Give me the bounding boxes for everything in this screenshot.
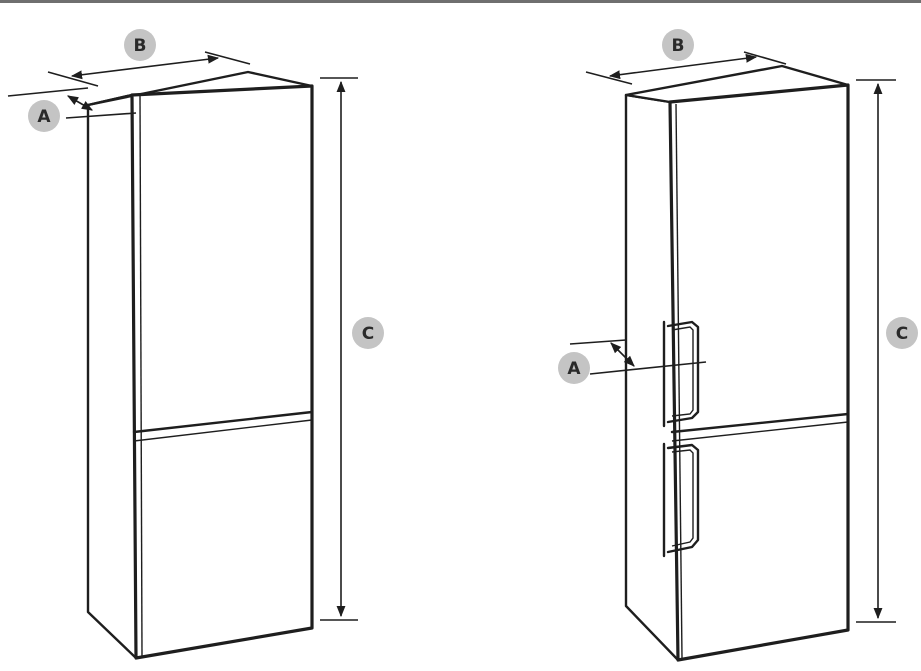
right-fridge — [624, 64, 850, 662]
left-dim-c — [320, 77, 358, 621]
right-fridge-door-edge — [675, 103, 683, 659]
left-dim-b — [47, 51, 251, 87]
svg-text:A: A — [567, 359, 581, 379]
left-fridge-front — [130, 84, 314, 660]
right-badge-b: B — [662, 29, 694, 61]
right-dim-a — [569, 339, 707, 375]
right-dim-c — [856, 79, 896, 623]
right-fridge-lower-handle — [662, 442, 700, 558]
svg-text:A: A — [37, 107, 51, 127]
svg-text:B: B — [134, 36, 147, 56]
left-badge-c: C — [352, 317, 384, 349]
right-fridge-split-line — [670, 412, 850, 434]
left-badge-b: B — [124, 29, 156, 61]
left-fridge-split-line-2 — [133, 419, 313, 442]
left-fridge-side-panel — [86, 93, 138, 660]
svg-text:C: C — [362, 324, 374, 344]
right-fridge-split-line-2 — [671, 421, 849, 442]
right-badge-c: C — [886, 317, 918, 349]
left-badge-a: A — [28, 100, 60, 132]
top-rule — [0, 0, 921, 3]
left-dim-a — [7, 87, 137, 119]
right-fridge-upper-handle — [662, 320, 700, 428]
left-fridge-split-line — [132, 410, 314, 434]
svg-text:B: B — [672, 36, 685, 56]
left-fridge-door-edge — [139, 95, 143, 657]
svg-text:C: C — [896, 324, 908, 344]
right-badge-a: A — [558, 352, 590, 384]
left-fridge — [86, 70, 314, 660]
right-dim-b — [585, 51, 787, 85]
right-fridge-front — [668, 83, 850, 662]
